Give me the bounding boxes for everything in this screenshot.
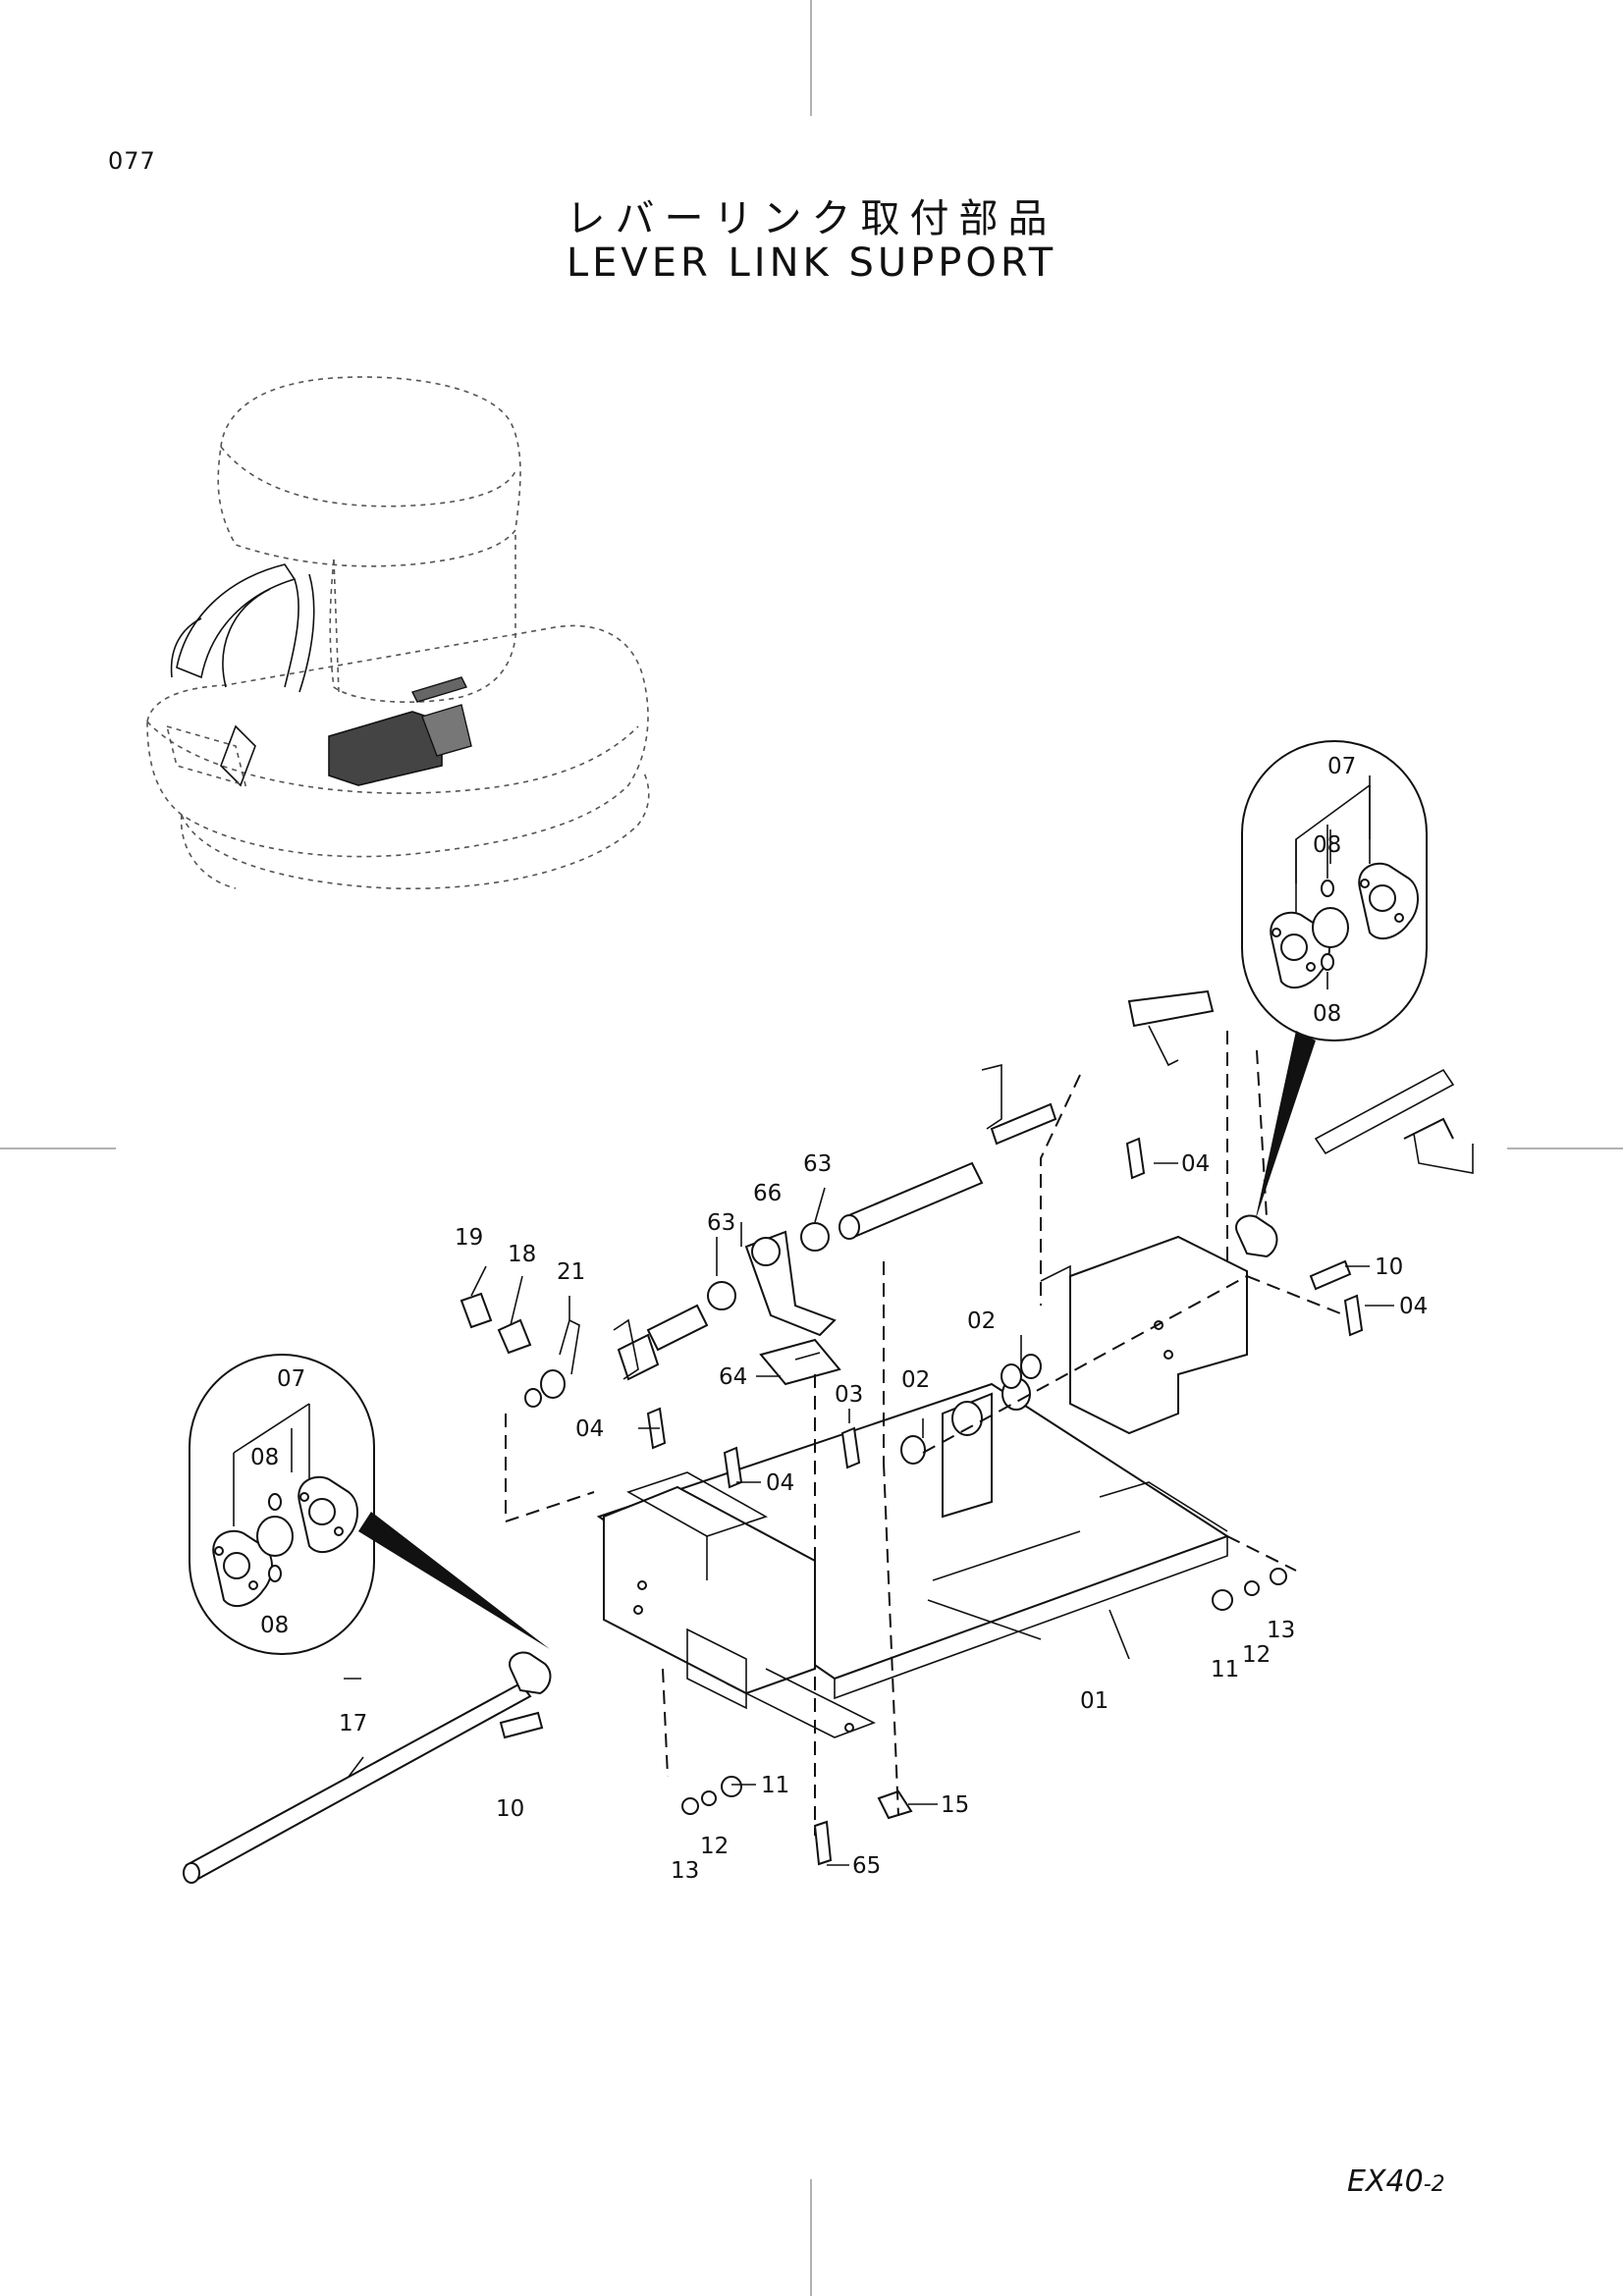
callout-64: 64 [719,1364,747,1390]
callout-13-a: 13 [1267,1618,1295,1643]
detail-bubble-left [189,1354,550,1655]
callout-15: 15 [941,1792,969,1818]
callout-63-b: 63 [803,1151,832,1177]
model-name: EX40 [1347,2164,1424,2199]
callout-04-a: 04 [1181,1151,1210,1177]
callout-08-left-a: 08 [250,1445,279,1470]
callout-18: 18 [508,1242,536,1267]
locator-illustration [146,376,650,890]
callout-08-right-b: 08 [1313,1001,1341,1027]
callout-19: 19 [455,1225,483,1251]
detail-bubble-right [1241,740,1428,1222]
callout-65: 65 [852,1853,881,1879]
callout-21: 21 [557,1259,585,1285]
callout-11-a: 11 [1211,1657,1239,1682]
callout-10-a: 10 [1375,1255,1403,1280]
callout-11-b: 11 [761,1773,789,1798]
callout-01: 01 [1080,1688,1109,1714]
callout-08-left-b: 08 [260,1613,289,1638]
page-title-japanese: レバーリンク取付部品 [566,196,1057,241]
model-designation: EX40-2 [1347,2164,1445,2199]
model-suffix: -2 [1423,2172,1445,2197]
callout-03: 03 [835,1382,863,1408]
callout-07-right: 07 [1327,754,1356,779]
callout-10-b: 10 [496,1796,524,1822]
callout-13-b: 13 [671,1858,699,1884]
callout-17: 17 [339,1711,367,1736]
callout-04-d: 04 [766,1470,794,1496]
callout-04-b: 04 [1399,1294,1428,1319]
callout-63-a: 63 [707,1210,735,1236]
main-assembly [183,989,1474,1884]
page-number: 077 [108,147,156,175]
callout-labels: 07 08 08 07 08 08 19 18 21 63 66 63 64 0… [250,754,1428,1884]
callout-12-a: 12 [1242,1642,1271,1668]
callout-66: 66 [753,1181,782,1206]
callout-12-b: 12 [700,1834,729,1859]
callout-02-b: 02 [967,1308,996,1334]
page-title-english: LEVER LINK SUPPORT [566,240,1057,286]
callout-08-right-a: 08 [1313,832,1341,858]
callout-04-c: 04 [575,1416,604,1442]
callout-02-a: 02 [901,1367,930,1393]
callout-07-left: 07 [277,1366,305,1392]
